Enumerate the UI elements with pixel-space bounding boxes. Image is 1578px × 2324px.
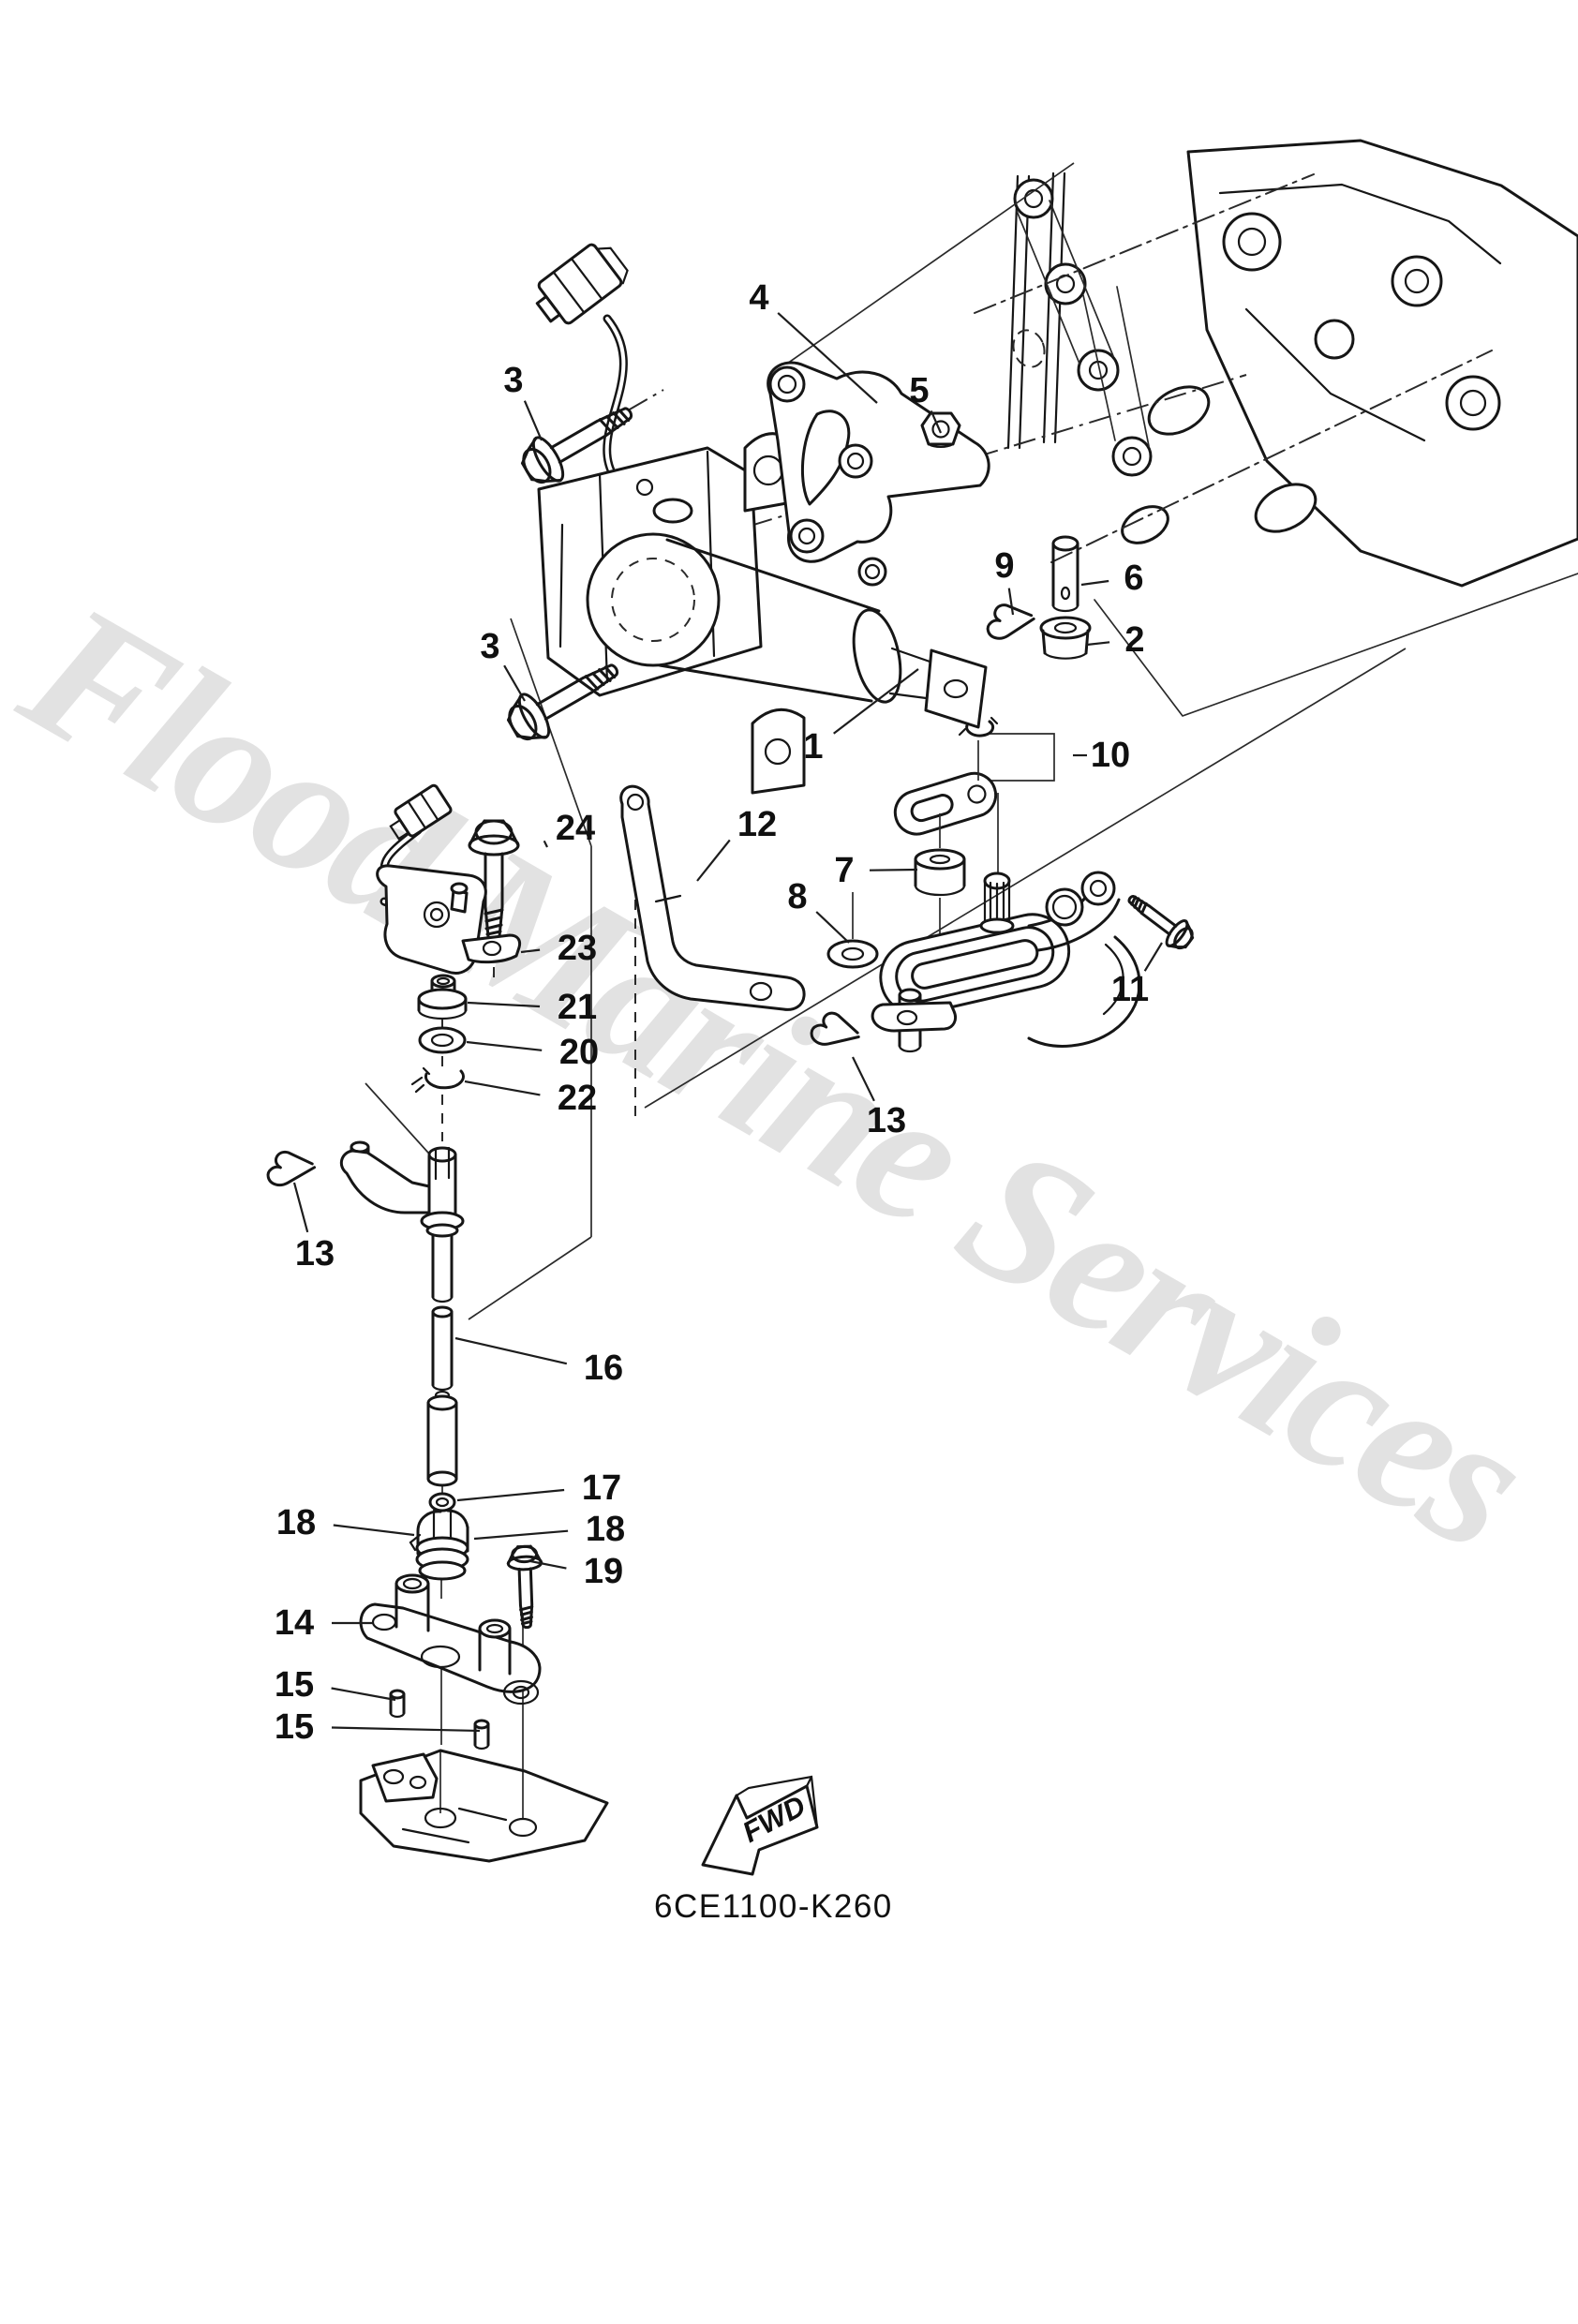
leader-line-11 [1143, 942, 1163, 972]
bolt-19 [506, 1544, 545, 1630]
callout-7: 7 [834, 851, 854, 890]
bushing-2 [1039, 616, 1092, 660]
leader-line-21 [467, 1001, 541, 1008]
leader-line-12 [696, 839, 731, 882]
leader-line-16 [454, 1336, 568, 1365]
callout-22: 22 [558, 1079, 597, 1118]
leader-line-15 [331, 1687, 396, 1702]
dowel-pin-15b [473, 1719, 490, 1750]
leader-line-7 [869, 868, 918, 872]
link-10 [893, 716, 999, 873]
leader-line-3 [523, 400, 543, 441]
callout-17: 17 [582, 1468, 621, 1508]
mount-bracket-4 [767, 361, 990, 587]
leader-line-17 [456, 1488, 565, 1502]
grommet-21 [417, 974, 468, 1020]
callout-4: 4 [749, 278, 768, 318]
leader-line-13 [292, 1182, 309, 1233]
nut-5 [920, 411, 961, 449]
leader-line-15 [331, 1726, 481, 1733]
leader-line-24 [543, 840, 548, 848]
swivel-bracket [359, 1749, 609, 1863]
callout-23: 23 [558, 929, 597, 968]
pin-6 [1051, 535, 1079, 613]
leader-line-4 [777, 312, 878, 404]
callout-1: 1 [803, 727, 823, 767]
drawing-code: 6CE1100-K260 [654, 1888, 893, 1925]
collar-18 [409, 1508, 469, 1581]
callout-18: 18 [586, 1510, 625, 1549]
pivot-arm [808, 871, 1141, 1053]
shift-rod-16 [339, 1140, 465, 1487]
leader-line-22 [464, 1080, 541, 1096]
leader-line-13 [852, 1056, 875, 1102]
callout-12: 12 [737, 805, 777, 844]
leader-line-9 [1007, 588, 1015, 616]
callout-6: 6 [1124, 559, 1143, 598]
dowel-pin-15a [389, 1689, 406, 1719]
washer-20 [418, 1026, 467, 1054]
callout-9: 9 [994, 546, 1014, 586]
leader-line-1 [833, 668, 919, 735]
callout-8: 8 [787, 877, 807, 916]
trim-sender [376, 783, 522, 975]
callout-14: 14 [275, 1603, 314, 1643]
leader-line-23 [520, 948, 541, 954]
leader-line-20 [466, 1040, 543, 1051]
callout-10: 10 [1091, 736, 1130, 775]
leader-line-6 [1080, 579, 1109, 587]
callout-19: 19 [584, 1552, 623, 1591]
bolt-11 [1120, 885, 1199, 956]
callout-5: 5 [909, 371, 929, 410]
leader-line-8 [815, 911, 850, 944]
callout-21: 21 [558, 988, 597, 1027]
lead-washer-23 [461, 933, 522, 964]
fwd-arrow: FWD [701, 1775, 819, 1876]
clip-22 [410, 1066, 465, 1094]
trim-pump-assembly [537, 432, 988, 795]
o-ring-17 [428, 1492, 456, 1512]
callout-15: 15 [275, 1665, 314, 1705]
mount-bracket-14 [359, 1573, 542, 1706]
callout-24: 24 [556, 809, 595, 848]
callout-15: 15 [275, 1707, 314, 1747]
leader-line-2 [1086, 641, 1110, 647]
callout-13: 13 [295, 1234, 335, 1274]
bushing-7 [914, 813, 966, 975]
callout-16: 16 [584, 1348, 623, 1388]
r-clip-13b [264, 1148, 318, 1188]
callout-20: 20 [559, 1033, 599, 1072]
washer-8 [826, 892, 879, 969]
shift-lever-12 [619, 784, 806, 1011]
engine-block [974, 139, 1578, 717]
callout-3: 3 [503, 361, 523, 400]
callout-18: 18 [276, 1503, 316, 1542]
leader-line-19 [529, 1559, 567, 1570]
callout-2: 2 [1124, 620, 1144, 660]
leader-line-3 [503, 664, 526, 702]
callout-3: 3 [480, 627, 499, 666]
leader-line-5 [930, 410, 943, 434]
leader-line-18 [473, 1529, 569, 1541]
callout-13: 13 [867, 1101, 906, 1140]
callout-11: 11 [1111, 970, 1149, 1009]
leader-line-18 [333, 1524, 415, 1537]
r-clip-9 [983, 599, 1037, 642]
